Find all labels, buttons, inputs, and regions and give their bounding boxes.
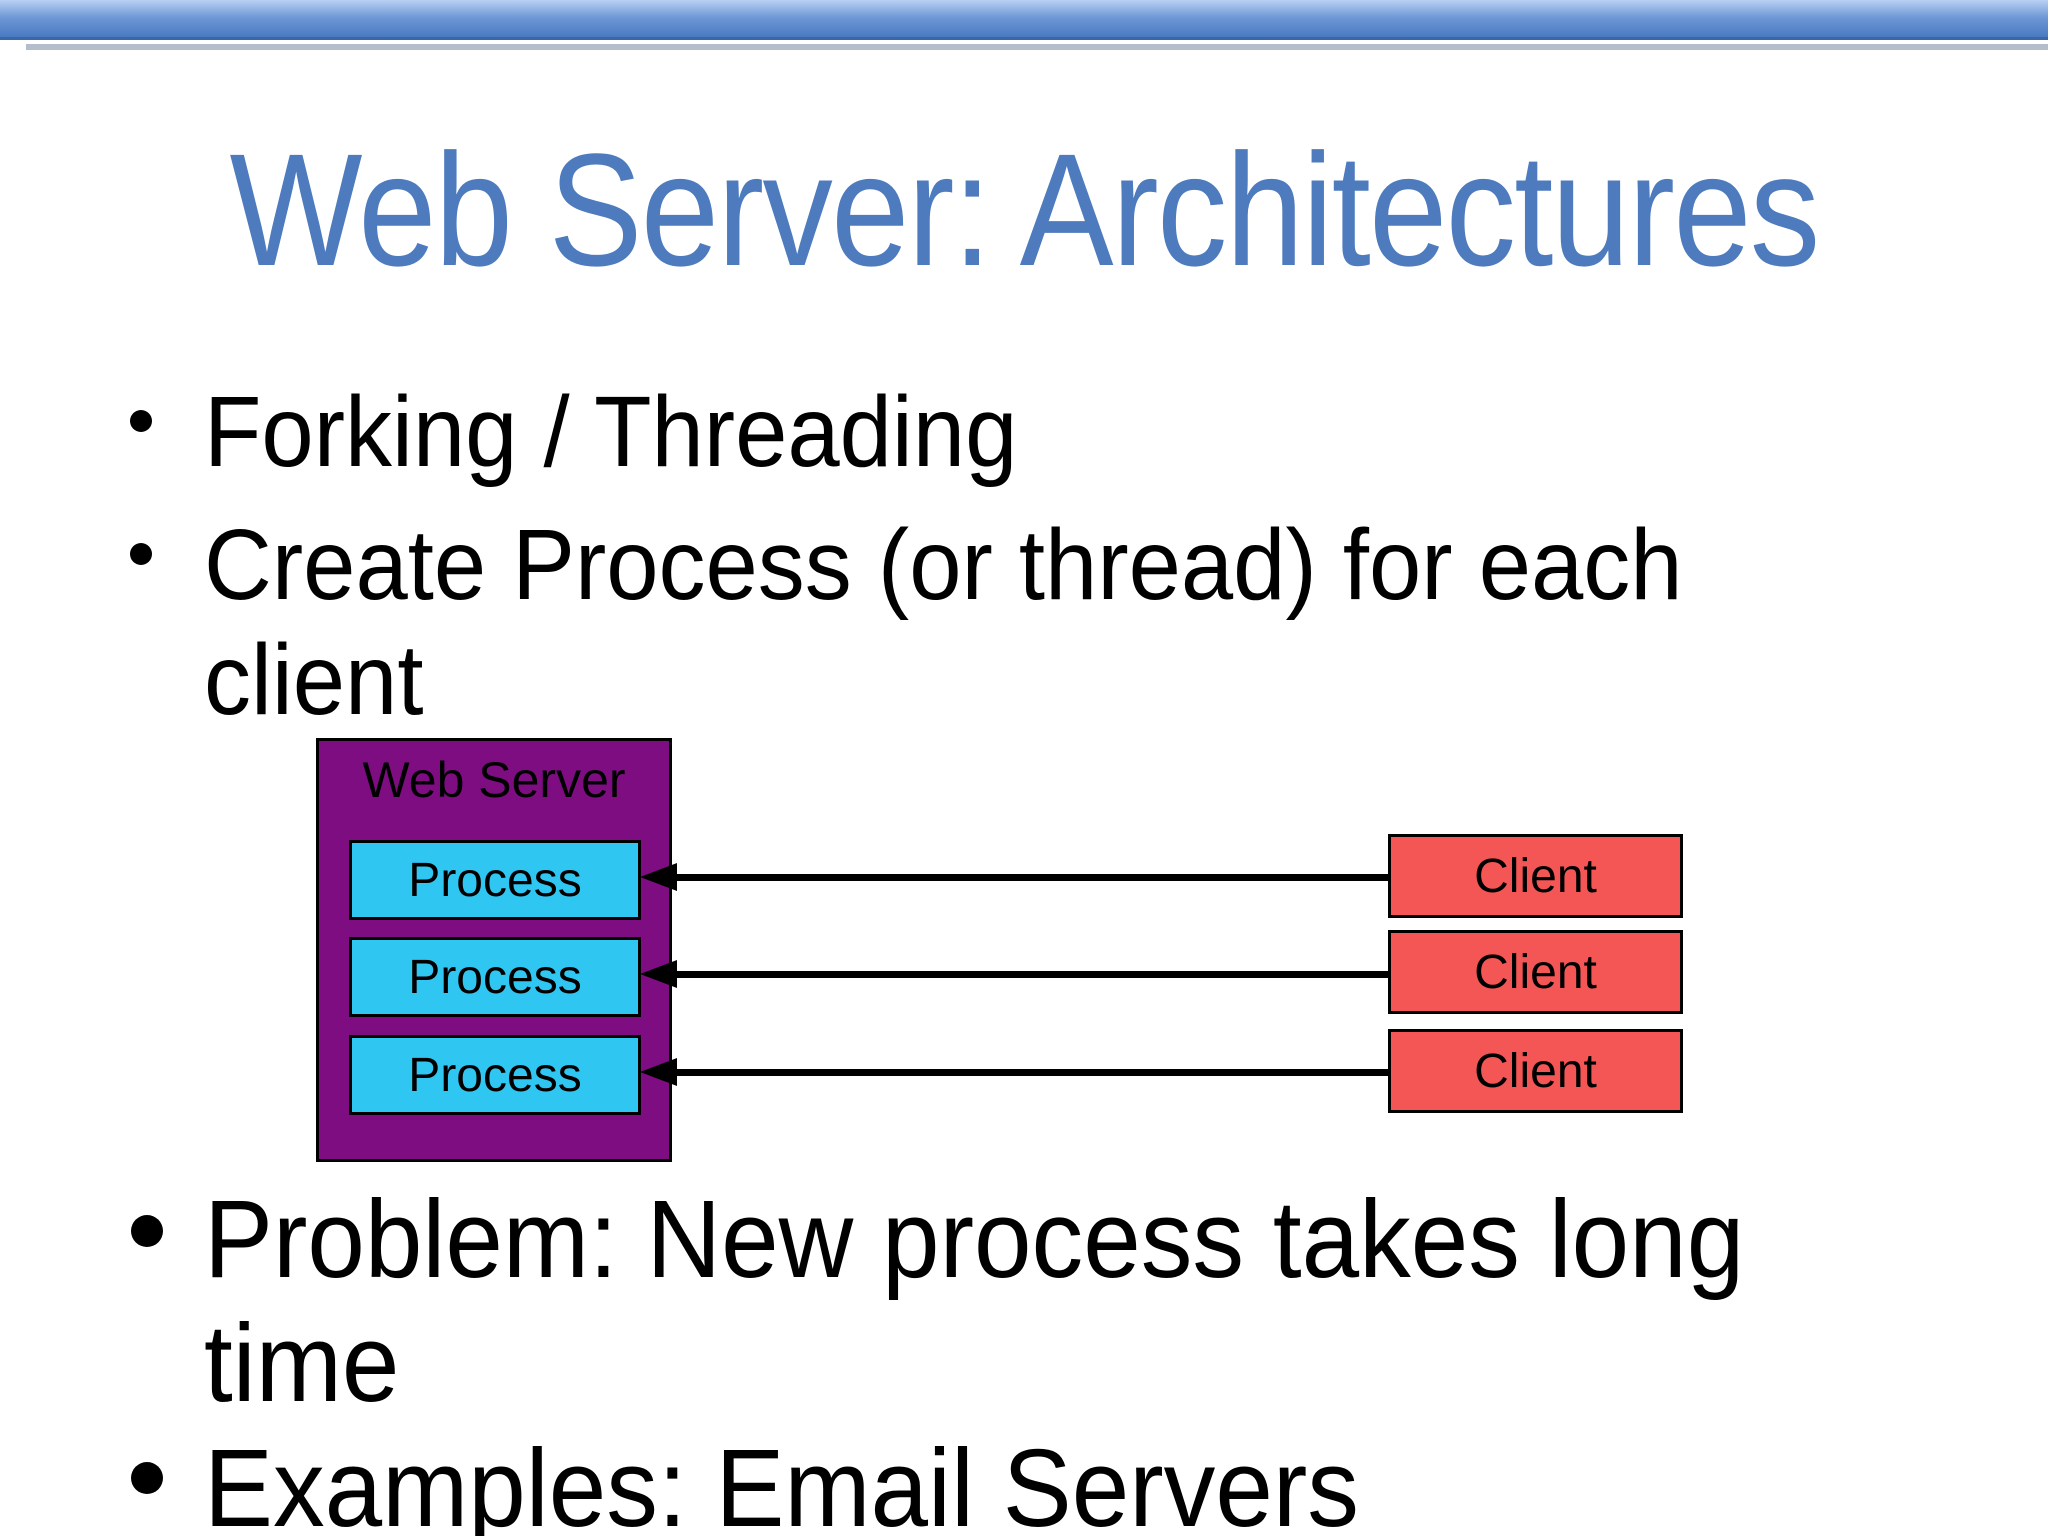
client-box-3: Client	[1388, 1029, 1683, 1113]
top-banner-bar	[0, 0, 2048, 40]
slide-title: Web Server: Architectures	[229, 120, 1821, 299]
client-to-process-arrow-2	[640, 960, 1388, 988]
process-box-1: Process	[349, 840, 641, 920]
bullet-dot	[130, 543, 152, 565]
bullet-text: client	[204, 624, 424, 736]
client-to-process-arrow-3	[640, 1058, 1388, 1086]
client-box-1: Client	[1388, 834, 1683, 918]
top-banner-shadow	[26, 44, 2048, 50]
bullet-item-forking: Forking / Threading	[204, 375, 1069, 490]
client-box-2: Client	[1388, 930, 1683, 1014]
client-to-process-arrow-1	[640, 863, 1388, 891]
process-box-2: Process	[349, 937, 641, 1017]
bullet-dot	[131, 1215, 163, 1247]
bullet-dot	[130, 410, 152, 432]
bullet-text: Examples: Email Servers	[204, 1427, 1359, 1536]
bullet-item-create-process: Create Process (or thread) for each clie…	[204, 508, 1777, 738]
bullet-text: Forking / Threading	[204, 376, 1018, 488]
bullet-text: Problem: New process takes long	[204, 1178, 1745, 1301]
process-box-3: Process	[349, 1035, 641, 1115]
bullet-text: time	[204, 1302, 400, 1425]
web-server-label: Web Server	[362, 752, 626, 808]
bullet-item-examples: Examples: Email Servers	[204, 1427, 1433, 1536]
bullet-dot	[131, 1462, 163, 1494]
bullet-item-problem: Problem: New process takes long time	[204, 1178, 1843, 1426]
bullet-text: Create Process (or thread) for each	[204, 509, 1683, 621]
